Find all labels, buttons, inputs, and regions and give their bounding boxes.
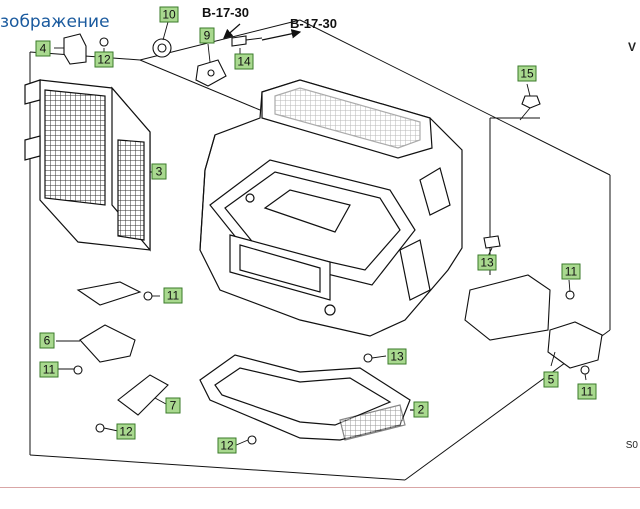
callout-label: 12 bbox=[220, 439, 234, 453]
callout-label: 4 bbox=[40, 42, 47, 56]
callout-c11b[interactable]: 11 bbox=[561, 263, 581, 280]
callout-label: 12 bbox=[97, 53, 111, 67]
callout-c2[interactable]: 2 bbox=[413, 401, 429, 418]
heater-core-part bbox=[24, 79, 160, 252]
callout-box bbox=[94, 51, 114, 68]
callout-c10[interactable]: 10 bbox=[159, 6, 179, 23]
diagram-code: S0 bbox=[625, 440, 638, 451]
callout-label: 13 bbox=[390, 350, 404, 364]
callout-label: 14 bbox=[237, 55, 251, 69]
divider bbox=[0, 487, 640, 488]
reference-label-2: B-17-30 bbox=[290, 16, 337, 31]
callout-c13a[interactable]: 13 bbox=[477, 254, 497, 271]
corner-mark: V bbox=[627, 40, 636, 54]
callout-c13b[interactable]: 13 bbox=[387, 348, 407, 365]
callout-c7[interactable]: 7 bbox=[165, 397, 181, 414]
leader-lines bbox=[54, 21, 587, 447]
callout-label: 11 bbox=[43, 363, 56, 377]
callout-c12b[interactable]: 12 bbox=[116, 423, 136, 440]
callout-label: 13 bbox=[480, 256, 494, 270]
reference-label-1: B-17-30 bbox=[202, 5, 249, 20]
small-components bbox=[63, 33, 603, 445]
callout-c5[interactable]: 5 bbox=[543, 371, 559, 388]
callout-label: 12 bbox=[119, 425, 133, 439]
callout-label: 6 bbox=[44, 334, 51, 348]
callout-label: 15 bbox=[520, 67, 534, 81]
callout-label: 11 bbox=[581, 385, 594, 399]
callout-c12c[interactable]: 12 bbox=[217, 437, 237, 454]
callout-label: 11 bbox=[565, 265, 578, 279]
assembly-frame bbox=[29, 19, 611, 481]
callout-box bbox=[35, 40, 51, 57]
callout-box bbox=[116, 423, 136, 440]
callout-box bbox=[577, 383, 597, 400]
callout-c12a[interactable]: 12 bbox=[94, 51, 114, 68]
callout-box bbox=[39, 332, 55, 349]
callout-box bbox=[477, 254, 497, 271]
callout-label: 2 bbox=[418, 403, 425, 417]
page-title: зображение bbox=[0, 12, 110, 32]
callout-label: 7 bbox=[170, 399, 177, 413]
callout-c11c[interactable]: 11 bbox=[39, 361, 59, 378]
callout-box bbox=[234, 53, 254, 70]
callout-box bbox=[517, 65, 537, 82]
callout-label: 9 bbox=[204, 29, 211, 43]
heater-case-part bbox=[199, 79, 463, 337]
lower-case-part bbox=[199, 354, 420, 441]
reference-arrows bbox=[223, 23, 302, 41]
callout-box bbox=[543, 371, 559, 388]
callout-box bbox=[217, 437, 237, 454]
callout-box bbox=[159, 6, 179, 23]
callout-group: 10 9 4 12 14 15 3 13 11 11 6 11 13 5 11 7 2 12 12 bbox=[35, 6, 597, 454]
callout-box bbox=[387, 348, 407, 365]
callout-c4[interactable]: 4 bbox=[35, 40, 51, 57]
callout-box bbox=[151, 163, 167, 180]
callout-c11d[interactable]: 11 bbox=[577, 383, 597, 400]
callout-label: 3 bbox=[156, 165, 163, 179]
callout-label: 10 bbox=[162, 8, 176, 22]
callout-c3[interactable]: 3 bbox=[151, 163, 167, 180]
callout-box bbox=[199, 27, 215, 44]
callout-box bbox=[39, 361, 59, 378]
callout-label: 11 bbox=[167, 289, 180, 303]
callout-c14[interactable]: 14 bbox=[234, 53, 254, 70]
callout-c9[interactable]: 9 bbox=[199, 27, 215, 44]
callout-c15[interactable]: 15 bbox=[517, 65, 537, 82]
callout-box bbox=[561, 263, 581, 280]
callout-box bbox=[413, 401, 429, 418]
callout-c6[interactable]: 6 bbox=[39, 332, 55, 349]
callout-box bbox=[163, 287, 183, 304]
callout-c11a[interactable]: 11 bbox=[163, 287, 183, 304]
callout-label: 5 bbox=[548, 373, 555, 387]
callout-box bbox=[165, 397, 181, 414]
